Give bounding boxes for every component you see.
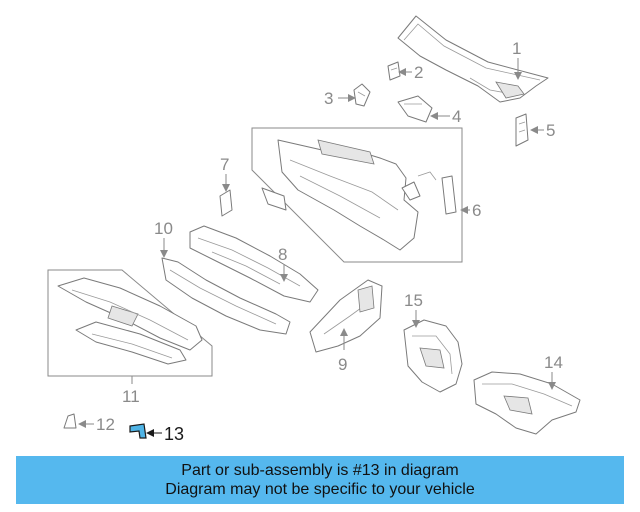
part-1-cowl-panel[interactable]: [397, 15, 549, 103]
part-2-bracket[interactable]: [387, 61, 401, 81]
callout-8: 8: [278, 245, 288, 282]
part-15-wheelhouse[interactable]: [403, 319, 463, 393]
callout-13-label: 13: [164, 424, 184, 444]
parts-diagram: 1 2 3 4 5: [47, 15, 581, 444]
part-13-clip[interactable]: [129, 423, 147, 439]
callout-8-label: 8: [278, 245, 287, 264]
callout-7-label: 7: [220, 155, 229, 174]
callout-12-label: 12: [96, 415, 115, 434]
part-12-clip[interactable]: [63, 413, 77, 429]
part-7-bracket[interactable]: [219, 189, 233, 217]
disclaimer-line: Diagram may not be specific to your vehi…: [165, 481, 475, 498]
callout-4: 4: [430, 107, 461, 126]
callout-6-label: 6: [472, 201, 481, 220]
callout-3-label: 3: [324, 89, 333, 108]
callout-9-label: 9: [338, 355, 347, 374]
callout-12: 12: [78, 415, 115, 434]
group-box-6: [251, 127, 463, 263]
part-5-bracket[interactable]: [515, 113, 529, 147]
part-3-clip[interactable]: [353, 83, 371, 107]
callout-1-label: 1: [512, 39, 521, 58]
callout-2: 2: [398, 63, 423, 82]
part-14-side-member[interactable]: [473, 371, 581, 435]
part-10-dash-bar[interactable]: [161, 257, 291, 335]
part-9-side-panel[interactable]: [309, 279, 383, 353]
part-11-floor-panel[interactable]: [57, 277, 203, 365]
callout-5-label: 5: [546, 121, 555, 140]
callout-11-label: 11: [122, 387, 140, 406]
group-box-11: [47, 269, 213, 377]
callout-15: 15: [404, 291, 423, 328]
callout-4-label: 4: [452, 107, 461, 126]
callout-3: 3: [324, 89, 356, 108]
callout-14-label: 14: [544, 353, 563, 372]
callout-10-label: 10: [154, 219, 173, 238]
part-6-dash-panel[interactable]: [261, 139, 457, 251]
callout-1: 1: [512, 39, 522, 80]
part-info-banner: Part or sub-assembly is #13 in diagram D…: [16, 456, 624, 504]
callout-6: 6: [460, 201, 481, 220]
callout-13: 13: [146, 424, 184, 444]
callout-7: 7: [220, 155, 230, 192]
callout-9: 9: [338, 328, 348, 374]
callout-2-label: 2: [414, 63, 423, 82]
callout-14: 14: [544, 353, 563, 390]
part-8-cross-member[interactable]: [189, 225, 319, 303]
part-4-bracket[interactable]: [397, 95, 433, 123]
callout-11: 11: [122, 376, 140, 406]
callout-15-label: 15: [404, 291, 423, 310]
callout-10: 10: [154, 219, 173, 258]
callout-5: 5: [530, 121, 555, 140]
part-info-line: Part or sub-assembly is #13 in diagram: [181, 462, 459, 479]
